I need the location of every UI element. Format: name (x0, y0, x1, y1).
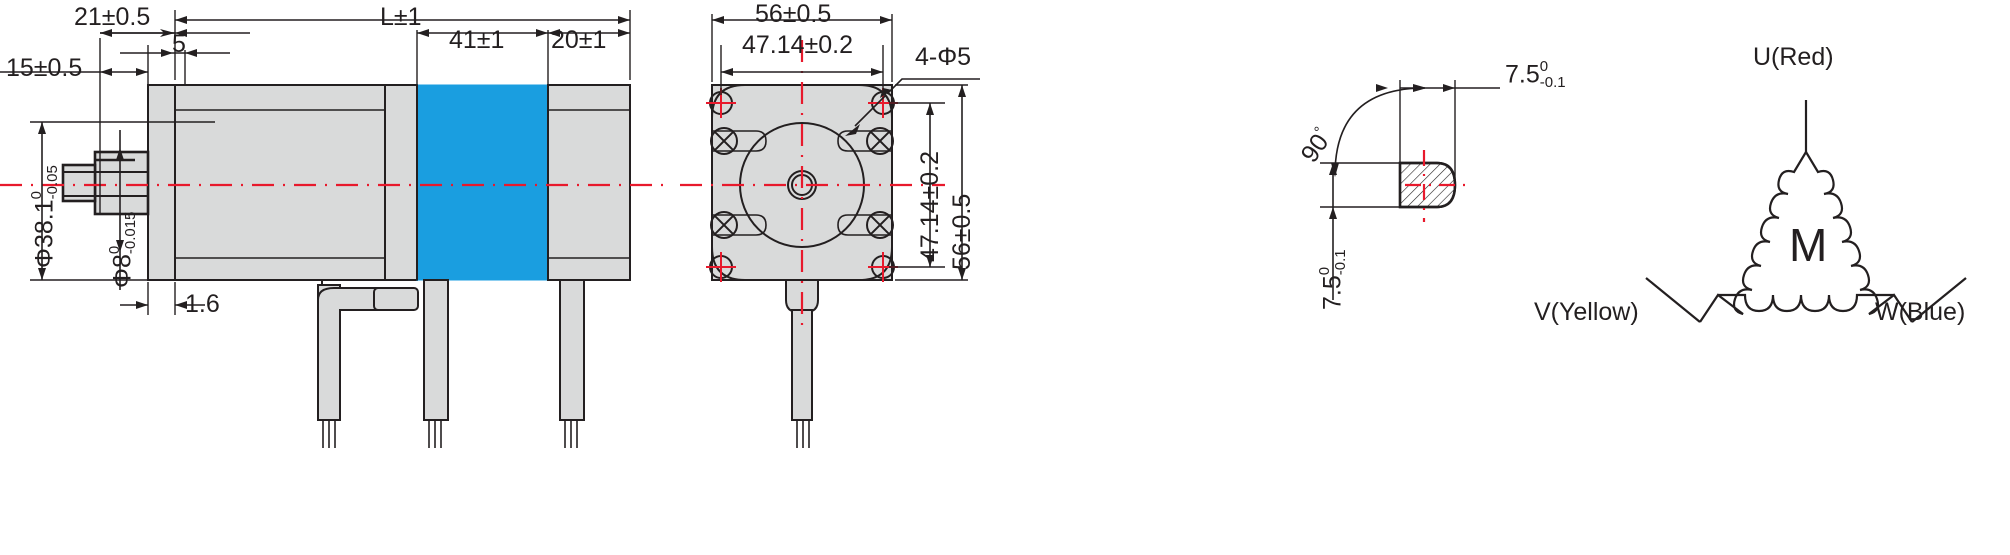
dim-56-vertical (958, 85, 966, 280)
dim-label-dia-8-lower: -0.015 (121, 211, 139, 255)
winding-terminal-w-label: W(Blue) (1875, 298, 1966, 326)
dim-L (175, 16, 630, 24)
dim-label-dia-38-lower: -0.05 (43, 165, 61, 200)
front-view-geometry (680, 14, 980, 448)
dim-4714-vertical (926, 103, 934, 267)
dim-21 (100, 29, 250, 37)
dim-label-20: 20±1 (551, 26, 607, 54)
dim-56-horizontal (712, 16, 892, 24)
leader-4-dia5 (845, 78, 980, 136)
dim-label-5: 5 (172, 30, 186, 58)
dim-dia-38 (38, 122, 46, 280)
dim-label-4714-vertical: 47.14±0.2 (916, 150, 944, 262)
dim-label-dia-8-value: Φ8 (108, 254, 137, 288)
dim-1p6 (120, 301, 205, 309)
dim-label-7p5-h-lower: -0.1 (1539, 73, 1566, 91)
dim-label-7p5-v-value: 7.5 (1318, 275, 1347, 310)
dim-label-7p5-h-upper: 0 (1539, 58, 1549, 75)
dim-label-21: 21±0.5 (74, 3, 151, 31)
dim-label-4714-horizontal: 47.14±0.2 (742, 31, 854, 59)
dim-label-dia-38-upper: 0 (28, 191, 45, 200)
dim-dia-8 (116, 130, 124, 290)
dim-label-56-vertical: 56±0.5 (948, 193, 976, 270)
dim-5 (120, 49, 230, 57)
dim-label-4-dia-5: 4-Φ5 (915, 43, 972, 71)
side-view-geometry (0, 10, 672, 448)
dim-label-dia-8-upper: 0 (106, 245, 123, 255)
winding-terminal-v-label: V(Yellow) (1534, 298, 1639, 326)
dim-20 (548, 29, 630, 37)
dim-label-56-horizontal: 56±0.5 (755, 0, 832, 28)
dim-label-15: 15±0.5 (6, 54, 83, 82)
dim-label-7p5-v-upper: 0 (1316, 266, 1333, 276)
keyway-detail-geometry (1320, 80, 1500, 300)
dim-7p5-horizontal (1376, 84, 1500, 92)
dim-label-41: 41±1 (449, 26, 505, 54)
dim-label-dia-38-value: Φ38.1 (30, 199, 59, 268)
dim-label-7p5-v-lower: -0.1 (1331, 249, 1349, 276)
winding-diagram-geometry (1645, 100, 1967, 323)
dim-label-L: L±1 (380, 3, 422, 31)
winding-motor-label: M (1789, 219, 1828, 271)
dim-label-7p5-h-value: 7.5 (1505, 60, 1540, 89)
dim-label-1p6: 1.6 (185, 290, 220, 318)
dim-15 (100, 68, 148, 76)
dim-4714-horizontal (721, 68, 883, 76)
dim-7p5-vertical (1329, 163, 1337, 300)
winding-terminal-u-label: U(Red) (1753, 43, 1834, 71)
dim-41 (417, 29, 548, 37)
